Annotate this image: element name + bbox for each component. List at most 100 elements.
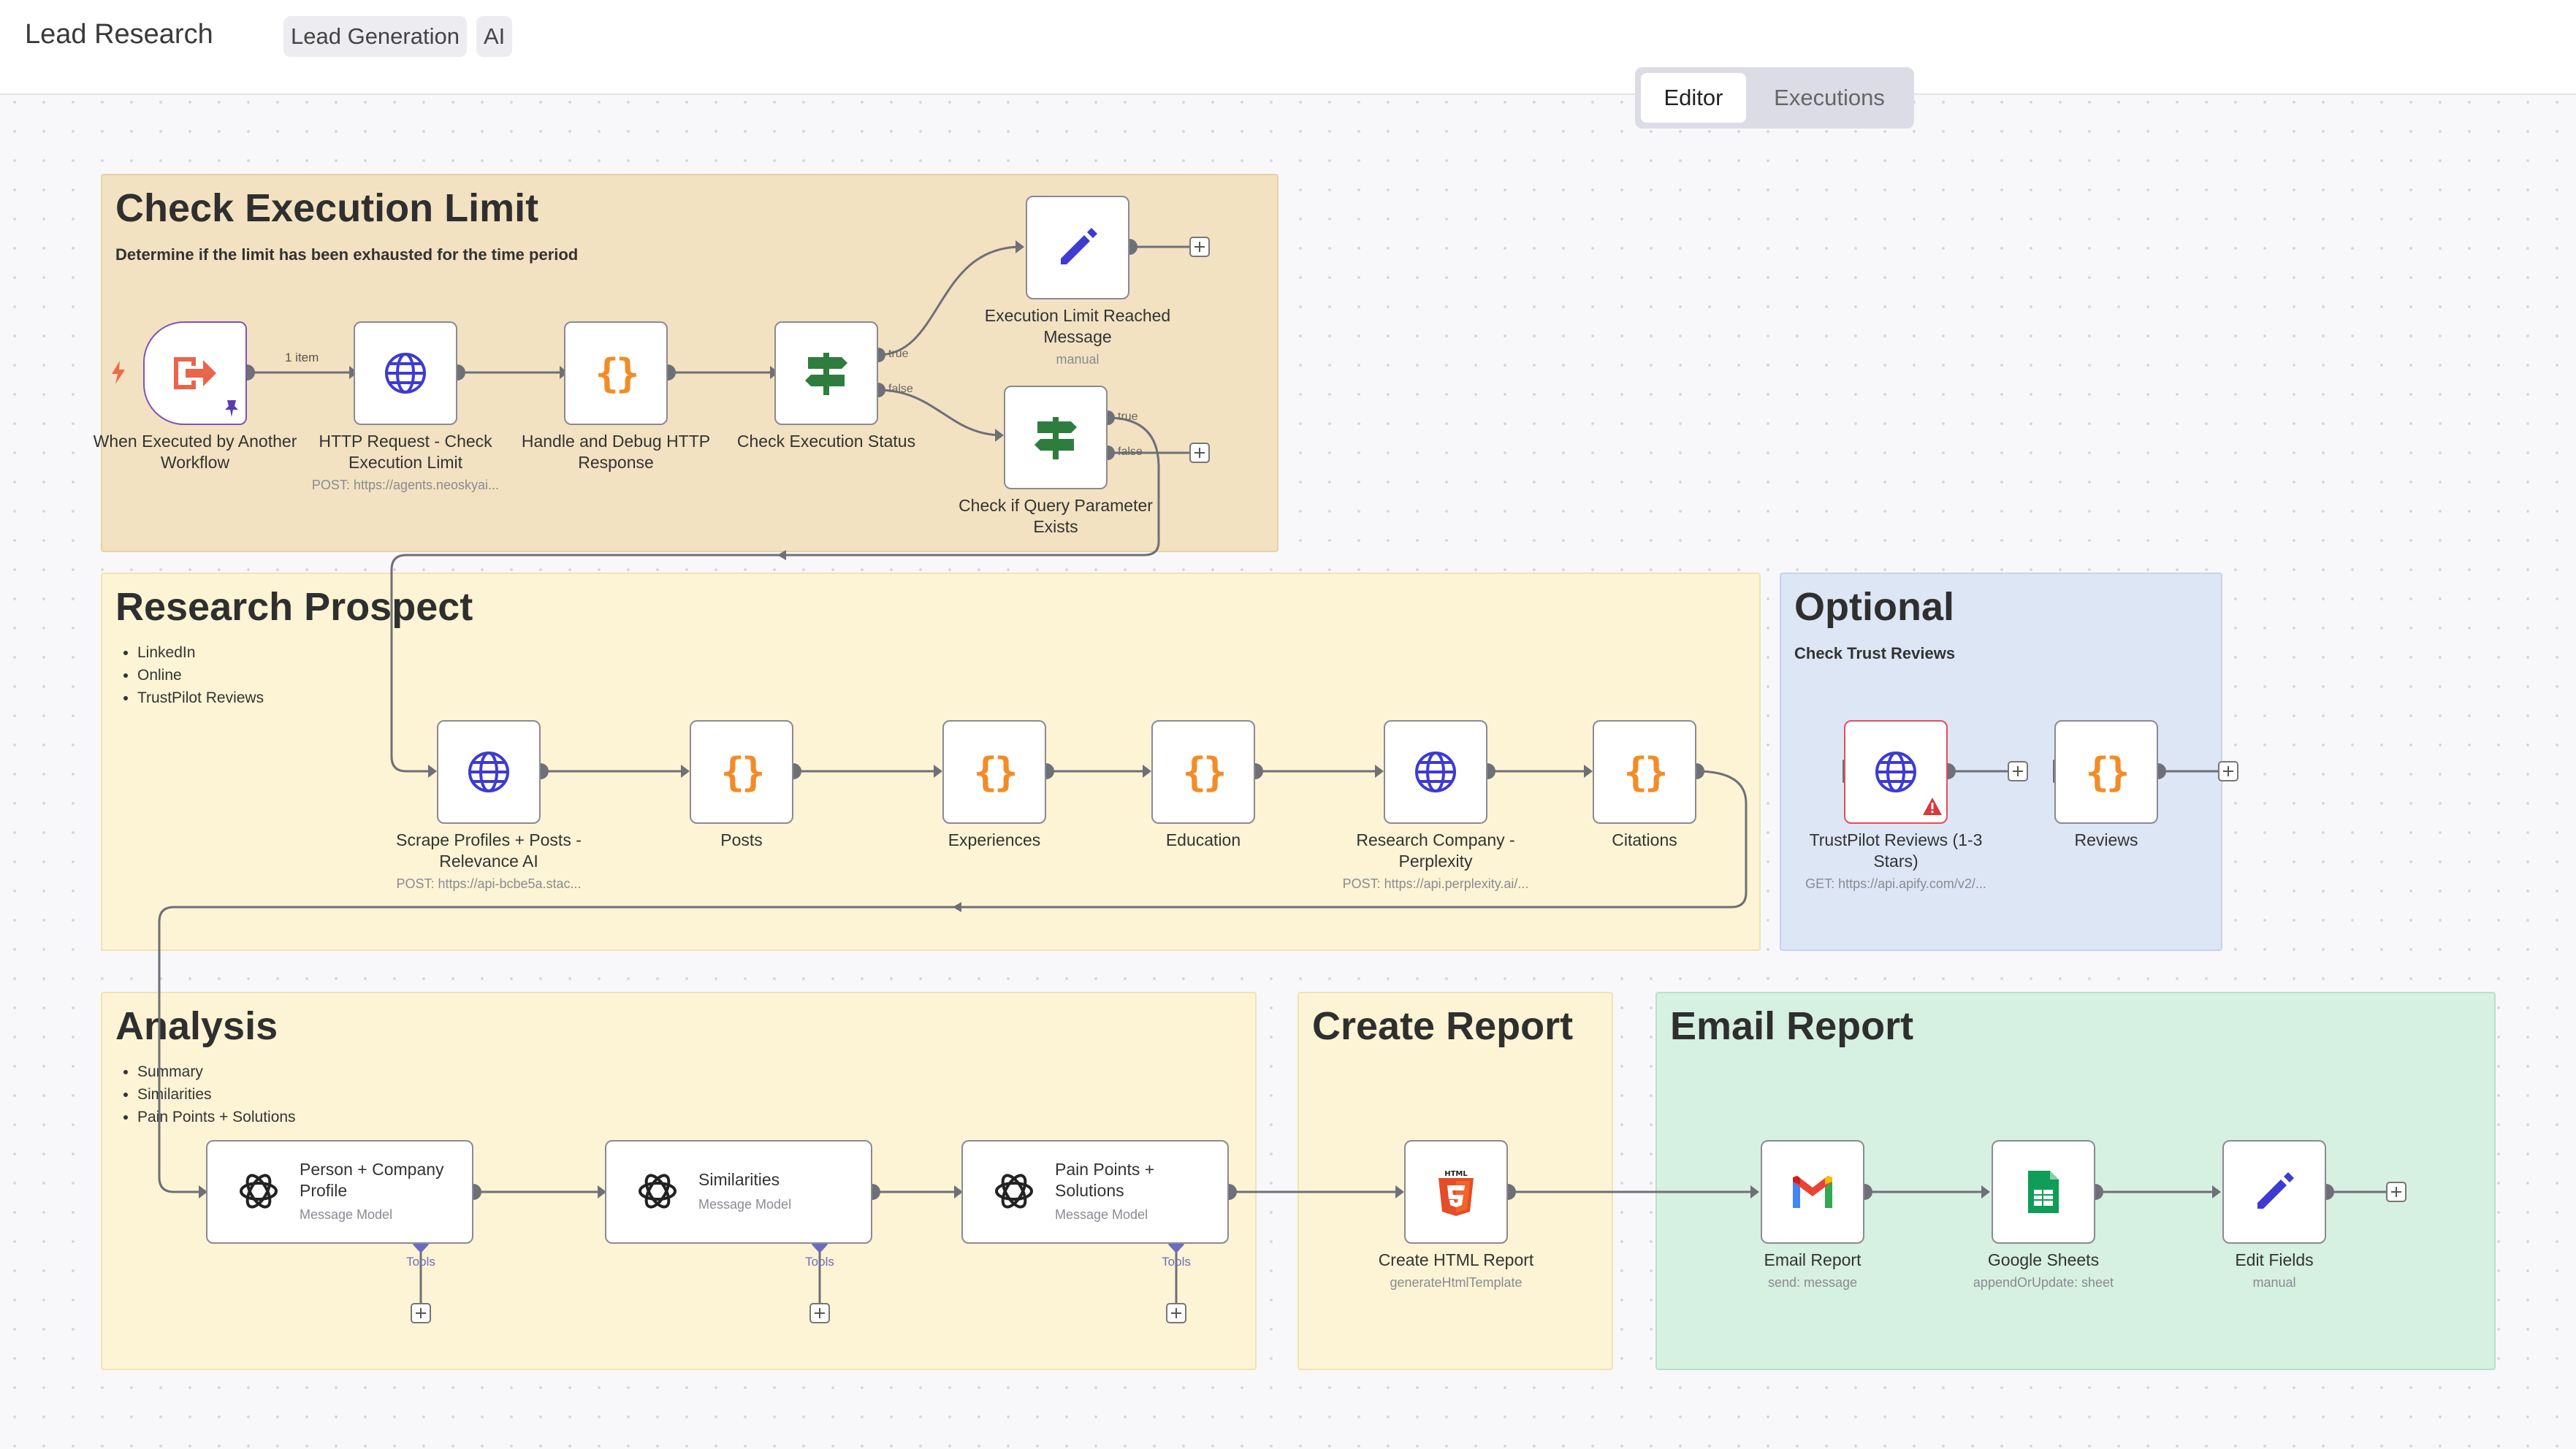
node-execution-limit-reached[interactable]	[1026, 196, 1129, 299]
globe-icon	[438, 722, 539, 822]
tools-label: Tools	[1162, 1255, 1191, 1269]
node-subtitle: GET: https://api.apify.com/v2/...	[1805, 876, 1986, 891]
node-label: Edit Fields	[2235, 1250, 2314, 1269]
gmail-icon	[1762, 1142, 1863, 1242]
sticky-bullet-list: LinkedIn Online TrustPilot Reviews	[121, 641, 264, 709]
node-subtitle: generateHtmlTemplate	[1390, 1275, 1523, 1290]
node-label: Scrape Profiles + Posts - Relevance AI	[396, 830, 582, 871]
node-edit-fields[interactable]	[2222, 1140, 2326, 1244]
node-subtitle: appendOrUpdate: sheet	[1973, 1275, 2114, 1290]
sticky-title: Email Report	[1670, 1004, 1914, 1048]
sticky-bullet-list: Summary Similarities Pain Points + Solut…	[121, 1060, 296, 1128]
false-branch-label: false	[888, 383, 913, 395]
code-braces-icon: {}	[720, 749, 765, 795]
code-braces-icon: {}	[1623, 749, 1668, 795]
node-label: Education	[1165, 830, 1241, 849]
sticky-title: Create Report	[1312, 1004, 1574, 1048]
add-node-button[interactable]	[2008, 761, 2028, 781]
sticky-title: Check Execution Limit	[115, 186, 539, 230]
add-tool-button[interactable]	[809, 1303, 830, 1323]
node-label: Execution Limit Reached Message	[984, 306, 1171, 346]
node-label: Experiences	[948, 830, 1041, 849]
connection	[390, 416, 1160, 773]
add-node-button[interactable]	[2218, 761, 2238, 781]
openai-icon	[995, 1174, 1033, 1209]
arrow	[777, 550, 786, 560]
node-http-check-execution-limit[interactable]	[354, 321, 457, 425]
add-tool-button[interactable]	[1166, 1303, 1186, 1323]
html-badge-text: HTML	[1444, 1170, 1468, 1178]
bullet-item: LinkedIn	[137, 641, 264, 664]
tools-label: Tools	[805, 1255, 834, 1269]
view-toggle: Editor Executions	[1635, 67, 1914, 129]
tag-lead-generation[interactable]: Lead Generation	[283, 16, 467, 57]
node-label: Research Company - Perplexity	[1356, 830, 1515, 871]
tab-executions[interactable]: Executions	[1774, 85, 1885, 110]
node-subtitle: POST: https://api-bcbe5a.stac...	[396, 876, 582, 891]
node-subtitle: Message Model	[300, 1207, 393, 1222]
tag-ai[interactable]: AI	[476, 16, 513, 57]
node-subtitle: send: message	[1767, 1275, 1858, 1290]
node-check-execution-status[interactable]	[774, 321, 878, 425]
node-google-sheets[interactable]	[1992, 1140, 2095, 1244]
node-label: Google Sheets	[1987, 1250, 2100, 1269]
execute-workflow-trigger-icon	[145, 323, 245, 424]
add-node-button[interactable]	[1189, 237, 1210, 257]
node-subtitle: Message Model	[1055, 1207, 1148, 1222]
node-check-query-parameter[interactable]	[1004, 386, 1108, 489]
pin-icon	[225, 400, 238, 417]
node-education[interactable]: {}	[1151, 720, 1255, 824]
code-braces-icon: {}	[1182, 749, 1227, 795]
node-trustpilot-reviews[interactable]	[1844, 720, 1948, 824]
node-experiences[interactable]: {}	[942, 720, 1046, 824]
add-node-button[interactable]	[1189, 443, 1210, 463]
html5-icon: HTML	[1406, 1142, 1506, 1242]
node-execute-workflow-trigger[interactable]	[143, 321, 247, 425]
add-node-button[interactable]	[2386, 1182, 2407, 1202]
bullet-item: TrustPilot Reviews	[137, 687, 264, 709]
node-subtitle: POST: https://api.perplexity.ai/...	[1342, 876, 1529, 891]
sticky-title: Analysis	[115, 1004, 278, 1048]
node-label: Pain Points + Solutions	[1055, 1160, 1155, 1200]
node-label: Similarities	[698, 1170, 780, 1189]
false-branch-label: false	[1118, 446, 1143, 458]
globe-icon	[1385, 722, 1486, 822]
node-scrape-profiles[interactable]	[437, 720, 541, 824]
node-label: Email Report	[1764, 1250, 1861, 1269]
google-sheets-icon	[1993, 1142, 2094, 1242]
node-subtitle: manual	[2252, 1275, 2296, 1290]
node-citations[interactable]: {}	[1593, 720, 1696, 824]
node-posts[interactable]: {}	[690, 720, 793, 824]
connection	[158, 770, 1748, 1193]
connection	[877, 389, 1003, 437]
true-branch-label: true	[888, 348, 909, 360]
workflow-title[interactable]: Lead Research	[25, 19, 213, 50]
node-create-html-report[interactable]: HTML	[1404, 1140, 1508, 1244]
sticky-title: Research Prospect	[115, 585, 473, 629]
node-handle-debug-http-response[interactable]: {}	[564, 321, 668, 425]
pencil-icon	[1027, 197, 1128, 298]
bullet-item: Summary	[137, 1060, 296, 1083]
node-label: When Executed by Another Workflow	[93, 432, 297, 472]
add-tool-button[interactable]	[411, 1303, 431, 1323]
node-label: Citations	[1612, 830, 1677, 849]
bullet-item: Online	[137, 664, 264, 687]
node-label: Person + Company Profile	[300, 1160, 444, 1200]
node-label: TrustPilot Reviews (1-3 Stars)	[1809, 830, 1983, 871]
node-pain-points-solutions[interactable]: Pain Points + Solutions Message Model	[961, 1140, 1229, 1244]
node-email-report[interactable]	[1761, 1140, 1864, 1244]
node-subtitle: Message Model	[698, 1197, 792, 1212]
connection-item-count: 1 item	[282, 351, 322, 365]
bullet-item: Pain Points + Solutions	[137, 1106, 296, 1128]
top-bar: Lead Research Lead Generation AI	[0, 0, 2576, 95]
node-similarities[interactable]: Similarities Message Model	[605, 1140, 872, 1244]
node-subtitle: POST: https://agents.neoskyai...	[311, 478, 500, 492]
code-braces-icon: {}	[595, 350, 639, 397]
node-reviews[interactable]: {}	[2054, 720, 2158, 824]
node-label: Create HTML Report	[1378, 1250, 1534, 1269]
node-person-company-profile[interactable]: Person + Company Profile Message Model	[206, 1140, 473, 1244]
signpost-icon	[1005, 387, 1106, 488]
tab-editor[interactable]: Editor	[1641, 73, 1746, 123]
node-research-company-perplexity[interactable]	[1384, 720, 1487, 824]
